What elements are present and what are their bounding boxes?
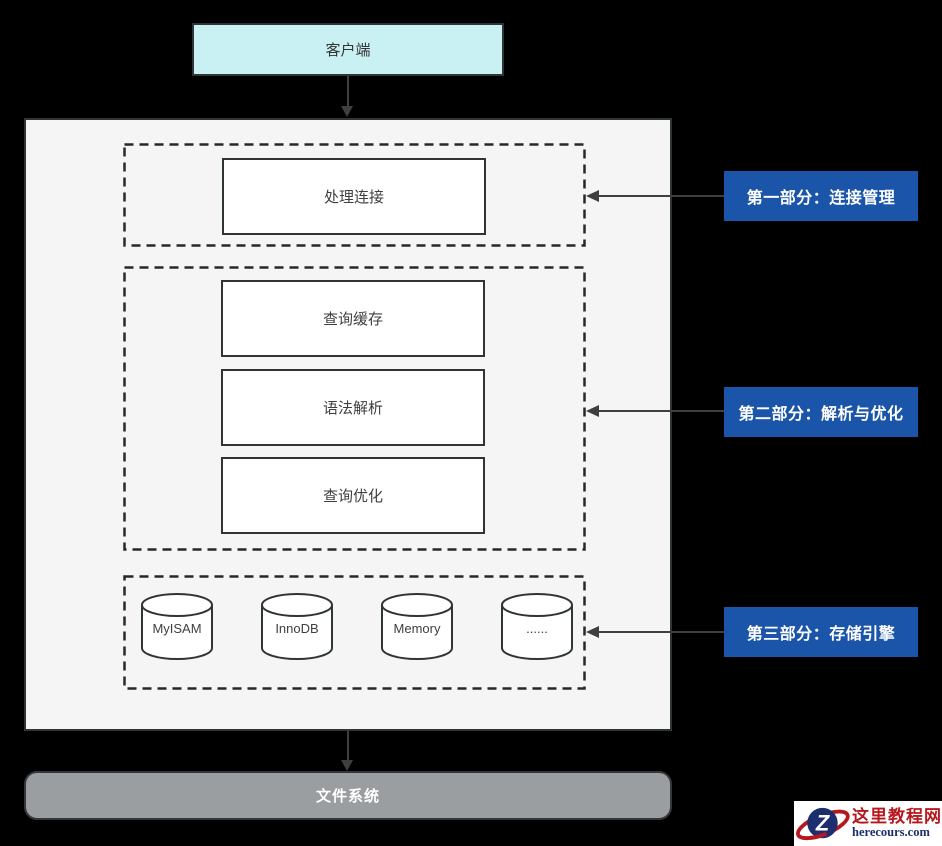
arrow-client-to-server-head <box>341 106 353 117</box>
engine-cylinder-innodb: InnoDB <box>261 593 333 660</box>
logo-emblem-icon: Z <box>796 807 850 840</box>
client-label: 客户端 <box>325 42 371 59</box>
engine-innodb-label: InnoDB <box>275 621 318 636</box>
connector-part1-line <box>598 195 724 197</box>
node-query-optimize-label: 查询优化 <box>322 488 383 505</box>
node-syntax-parse: 语法解析 <box>221 369 485 446</box>
engine-others-label: ...... <box>526 621 548 636</box>
watermark-logo: Z 这里教程网 herecours.com <box>794 801 942 846</box>
connector-part2-line <box>598 410 724 412</box>
client-node: 客户端 <box>192 23 504 76</box>
engine-cylinder-memory: Memory <box>381 593 453 660</box>
connector-part3-line <box>598 631 724 633</box>
node-handle-connections: 处理连接 <box>222 158 486 235</box>
arrow-server-to-fs-line <box>347 731 349 761</box>
side-label-part2-text: 第二部分：解析与优化 <box>738 406 904 423</box>
side-label-part3-text: 第三部分：存储引擎 <box>746 626 896 643</box>
file-system-node: 文件系统 <box>24 771 672 820</box>
engine-memory-label: Memory <box>394 621 441 636</box>
connector-part1-head <box>586 190 599 202</box>
arrow-server-to-fs-head <box>341 760 353 771</box>
node-handle-connections-label: 处理连接 <box>323 189 384 206</box>
connector-part3-head <box>586 626 599 638</box>
engine-cylinder-others: ...... <box>501 593 573 660</box>
side-label-part1: 第一部分：连接管理 <box>724 171 918 221</box>
node-query-cache: 查询缓存 <box>221 280 485 357</box>
engine-myisam-label: MyISAM <box>152 621 201 636</box>
logo-site-domain: herecours.com <box>852 824 930 839</box>
node-query-optimize: 查询优化 <box>221 457 485 534</box>
engine-cylinder-myisam: MyISAM <box>141 593 213 660</box>
side-label-part1-text: 第一部分：连接管理 <box>746 190 896 207</box>
side-label-part3: 第三部分：存储引擎 <box>724 607 918 657</box>
side-label-part2: 第二部分：解析与优化 <box>724 387 918 437</box>
logo-monogram: Z <box>815 810 831 835</box>
connector-part2-head <box>586 405 599 417</box>
arrow-client-to-server-line <box>347 76 349 107</box>
node-query-cache-label: 查询缓存 <box>322 311 383 328</box>
node-syntax-parse-label: 语法解析 <box>322 400 383 417</box>
file-system-label: 文件系统 <box>315 788 380 805</box>
logo-site-name: 这里教程网 <box>852 807 942 827</box>
